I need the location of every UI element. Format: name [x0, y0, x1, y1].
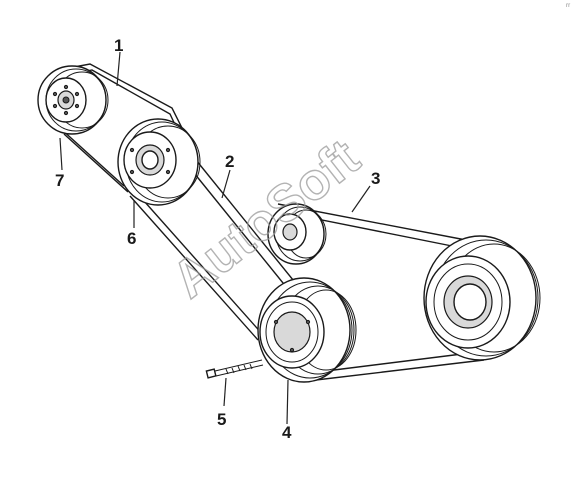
callout-6: 6: [127, 229, 136, 248]
pulley-3: [267, 203, 327, 265]
pulley-7: [37, 65, 109, 135]
callout-2: 2: [225, 152, 234, 171]
callout-3: 3: [371, 169, 380, 188]
callout-1: 1: [114, 36, 123, 55]
leader-lines: [59, 51, 371, 425]
pulley-4: [257, 277, 357, 383]
large-pulley: [423, 235, 541, 361]
callout-5: 5: [217, 410, 226, 429]
drive-belt: [129, 159, 307, 341]
callout-7: 7: [55, 171, 64, 190]
pulley-6: [117, 118, 201, 206]
callout-4: 4: [282, 423, 292, 442]
bolt-5: [205, 359, 264, 379]
corner-mark: ʳʳ: [566, 1, 570, 11]
